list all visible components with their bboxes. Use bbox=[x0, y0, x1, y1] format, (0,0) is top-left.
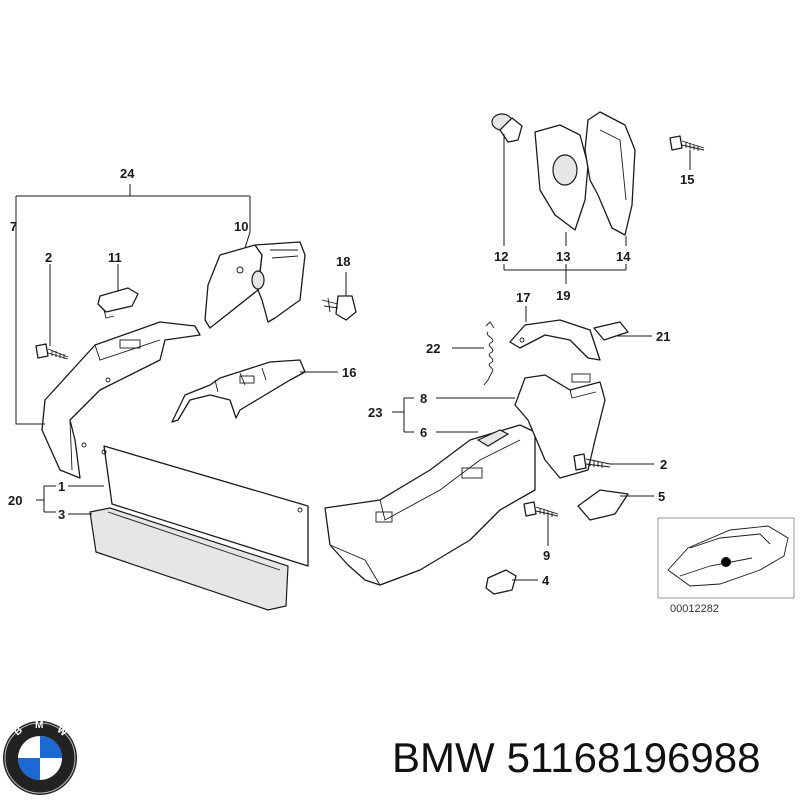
callout-2-left: 2 bbox=[45, 250, 52, 265]
callout-3: 3 bbox=[58, 507, 65, 522]
callout-23: 23 bbox=[368, 405, 382, 420]
part-6-seat-trim bbox=[324, 424, 536, 586]
brand-name: BMW bbox=[392, 734, 495, 781]
part-21-cap bbox=[593, 321, 629, 341]
callout-6: 6 bbox=[420, 425, 427, 440]
part-4-cap bbox=[485, 569, 517, 595]
callout-21: 21 bbox=[656, 329, 670, 344]
part-16-bracket bbox=[171, 359, 306, 423]
callout-4: 4 bbox=[542, 573, 550, 588]
callout-numbers: 24 7 10 2 11 18 16 20 1 3 12 13 14 19 15… bbox=[8, 166, 694, 588]
callout-24: 24 bbox=[120, 166, 135, 181]
part-9-screw bbox=[523, 501, 559, 517]
callout-9: 9 bbox=[543, 548, 550, 563]
part-2-screw-right bbox=[573, 453, 611, 471]
part-8-upper-trim bbox=[514, 373, 606, 479]
callout-19: 19 bbox=[556, 288, 570, 303]
inset-code: 00012282 bbox=[670, 603, 719, 615]
part-11-cap bbox=[97, 287, 139, 319]
callout-20: 20 bbox=[8, 493, 22, 508]
part-13-cover bbox=[534, 124, 589, 231]
svg-text:M: M bbox=[35, 720, 43, 731]
callout-8: 8 bbox=[420, 391, 427, 406]
callout-17: 17 bbox=[516, 290, 530, 305]
callout-2-right: 2 bbox=[660, 457, 667, 472]
part-18-clip bbox=[321, 295, 357, 321]
part-22-spring bbox=[483, 321, 495, 386]
leader-lines bbox=[15, 134, 691, 581]
callout-13: 13 bbox=[556, 249, 570, 264]
callout-22: 22 bbox=[426, 341, 440, 356]
part-17-cover bbox=[509, 319, 601, 361]
part-5-clip bbox=[577, 489, 629, 521]
inset-car-locator: 00012282 bbox=[657, 517, 795, 615]
part-10-bracket bbox=[204, 241, 306, 329]
bmw-logo: B M W bbox=[3, 720, 77, 795]
callout-14: 14 bbox=[616, 249, 631, 264]
location-marker bbox=[721, 557, 731, 567]
part-1-panel bbox=[101, 445, 309, 567]
part-12-knob bbox=[491, 113, 523, 143]
part-15-screw bbox=[669, 135, 705, 151]
callout-10: 10 bbox=[234, 219, 248, 234]
callout-12: 12 bbox=[494, 249, 508, 264]
callout-16: 16 bbox=[342, 365, 356, 380]
part-2-screw-left bbox=[35, 343, 69, 360]
part-number: 51168196988 bbox=[506, 734, 761, 781]
callout-7: 7 bbox=[10, 219, 17, 234]
callout-11: 11 bbox=[108, 250, 122, 265]
callout-15: 15 bbox=[680, 172, 694, 187]
part-3-panel bbox=[89, 507, 289, 611]
part-14-cover bbox=[584, 111, 636, 236]
callout-1: 1 bbox=[58, 479, 65, 494]
part-7-side-trim bbox=[41, 321, 201, 479]
callout-5: 5 bbox=[658, 489, 665, 504]
callout-18: 18 bbox=[336, 254, 350, 269]
